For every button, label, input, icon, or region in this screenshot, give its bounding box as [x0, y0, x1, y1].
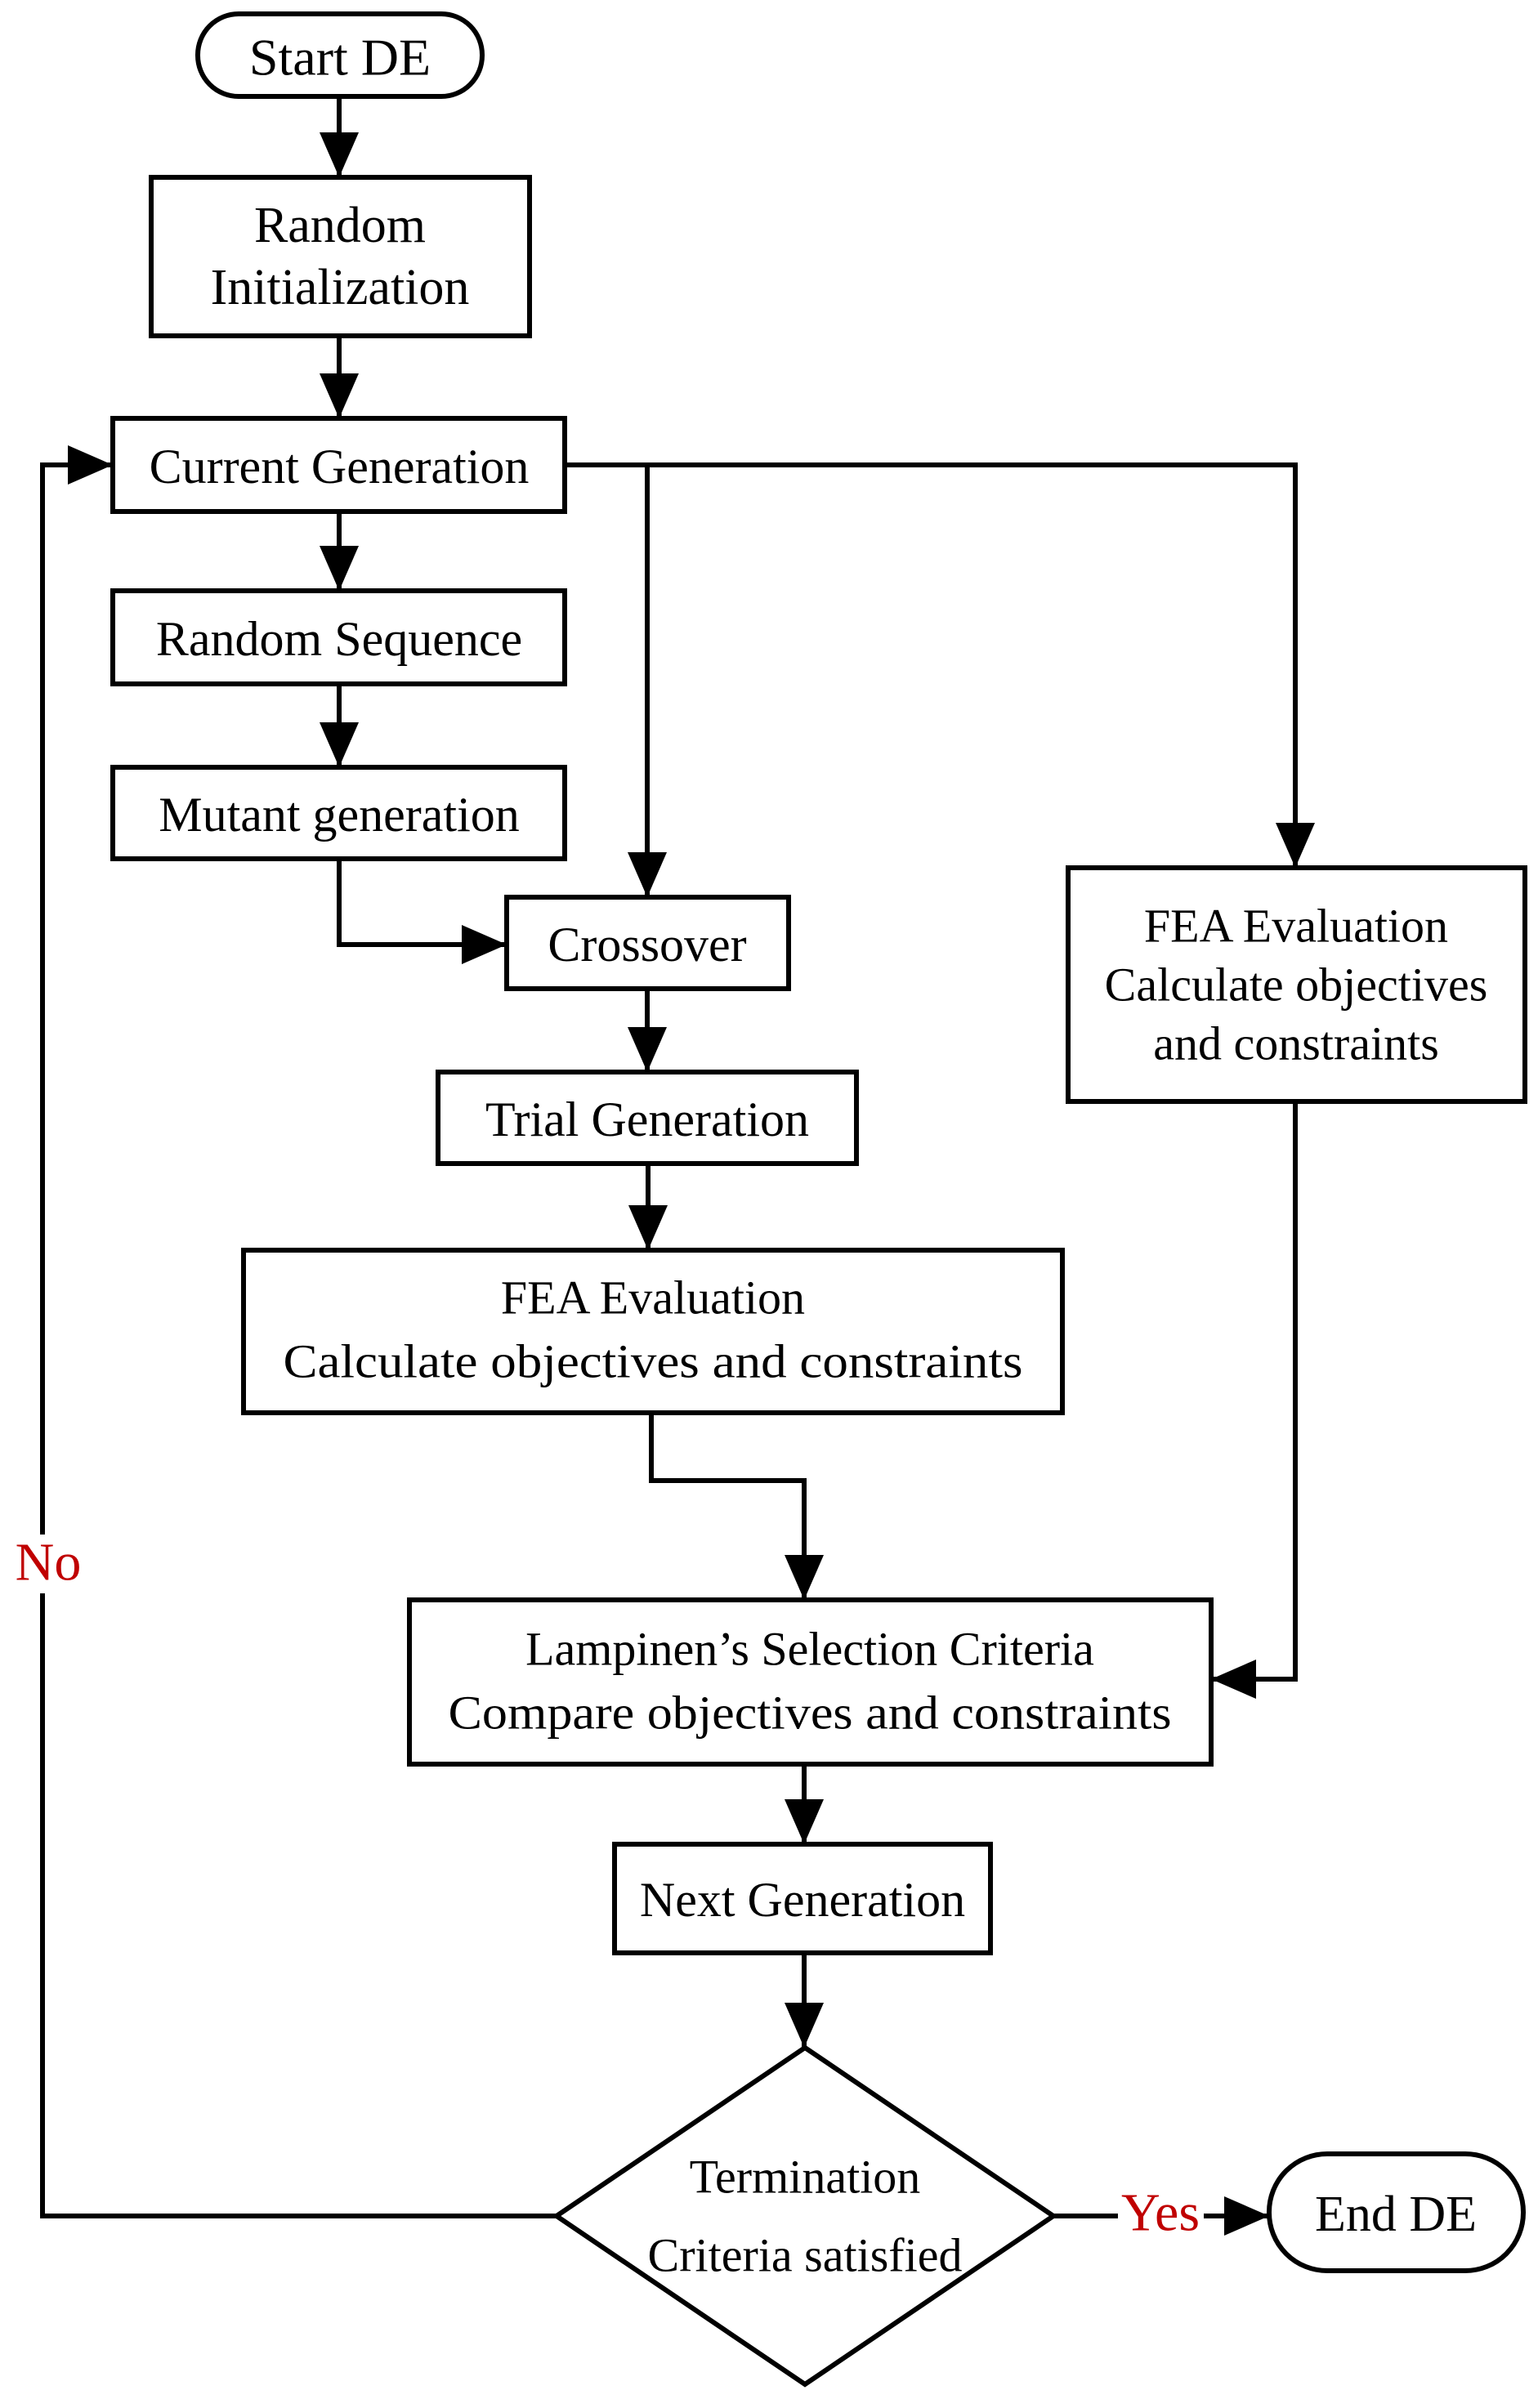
current-generation-shape	[110, 416, 567, 514]
mutant-generation-shape	[110, 765, 567, 861]
node-start-de: Start DE	[195, 11, 485, 99]
lampinen-selection-line1: Lampinen’s Selection Criteria	[525, 1623, 1094, 1676]
node-lampinen-selection: Lampinen’s Selection Criteria Compare ob…	[407, 1597, 1214, 1767]
trial-generation-label: Trial Generation	[485, 1092, 809, 1146]
start-stadium-shape	[195, 11, 485, 99]
node-fea-evaluation-main: FEA Evaluation Calculate objectives and …	[241, 1248, 1065, 1415]
edge-fea-side-to-lampinen	[1211, 1101, 1298, 1699]
next-generation-label: Next Generation	[640, 1873, 965, 1927]
no-branch-label: No	[16, 1533, 82, 1593]
fea-evaluation-side-line1: FEA Evaluation	[1144, 900, 1448, 953]
node-trial-generation: Trial Generation	[436, 1070, 859, 1166]
trial-generation-shape	[436, 1070, 859, 1166]
mutant-generation-label: Mutant generation	[159, 788, 520, 842]
edges	[40, 96, 1315, 2236]
random-sequence-label: Random Sequence	[156, 612, 522, 666]
fea-evaluation-side-line2: Calculate objectives	[1105, 958, 1488, 1012]
node-random-sequence: Random Sequence	[110, 588, 567, 686]
lampinen-selection-shape	[407, 1597, 1214, 1767]
lampinen-selection-line2: Compare objectives and constraints	[449, 1686, 1172, 1740]
random-initialization-shape	[149, 175, 532, 338]
edge-current-gen-to-fea-side	[565, 462, 1315, 868]
node-mutant-generation: Mutant generation	[110, 765, 567, 861]
start-label: Start DE	[249, 29, 431, 87]
node-next-generation: Next Generation	[612, 1842, 993, 1955]
node-fea-evaluation-side: FEA Evaluation Calculate objectives and …	[1066, 865, 1527, 1104]
node-random-initialization: Random Initialization	[149, 175, 532, 338]
termination-line1: Termination	[690, 2151, 921, 2204]
node-crossover: Crossover	[504, 895, 791, 991]
random-sequence-shape	[110, 588, 567, 686]
node-termination-decision: Termination Criteria satisfied	[552, 2044, 1058, 2388]
edge-mutant-gen-to-crossover	[337, 859, 507, 964]
termination-diamond-shape	[552, 2044, 1058, 2388]
fea-evaluation-side-line3: and constraints	[1153, 1017, 1439, 1070]
edge-no-feedback-bottom	[40, 1593, 557, 2218]
next-generation-shape	[612, 1842, 993, 1955]
termination-line2: Criteria satisfied	[648, 2229, 963, 2282]
yes-branch-label: Yes	[1121, 2183, 1200, 2243]
crossover-shape	[504, 895, 791, 991]
end-stadium-shape	[1267, 2151, 1526, 2273]
random-initialization-line2: Initialization	[211, 260, 470, 315]
random-initialization-line1: Random	[254, 198, 426, 253]
edge-no-feedback-top	[40, 445, 113, 1535]
fea-evaluation-main-line2: Calculate objectives and constraints	[284, 1335, 1023, 1388]
end-label: End DE	[1315, 2187, 1477, 2242]
node-current-generation: Current Generation	[110, 416, 567, 514]
crossover-label: Crossover	[548, 918, 746, 972]
current-generation-label: Current Generation	[150, 440, 530, 494]
node-end-de: End DE	[1267, 2151, 1526, 2273]
fea-evaluation-main-shape	[241, 1248, 1065, 1415]
edge-fea-main-to-lampinen	[649, 1413, 824, 1600]
fea-evaluation-main-line1: FEA Evaluation	[501, 1271, 805, 1325]
fea-evaluation-side-shape	[1066, 865, 1527, 1104]
